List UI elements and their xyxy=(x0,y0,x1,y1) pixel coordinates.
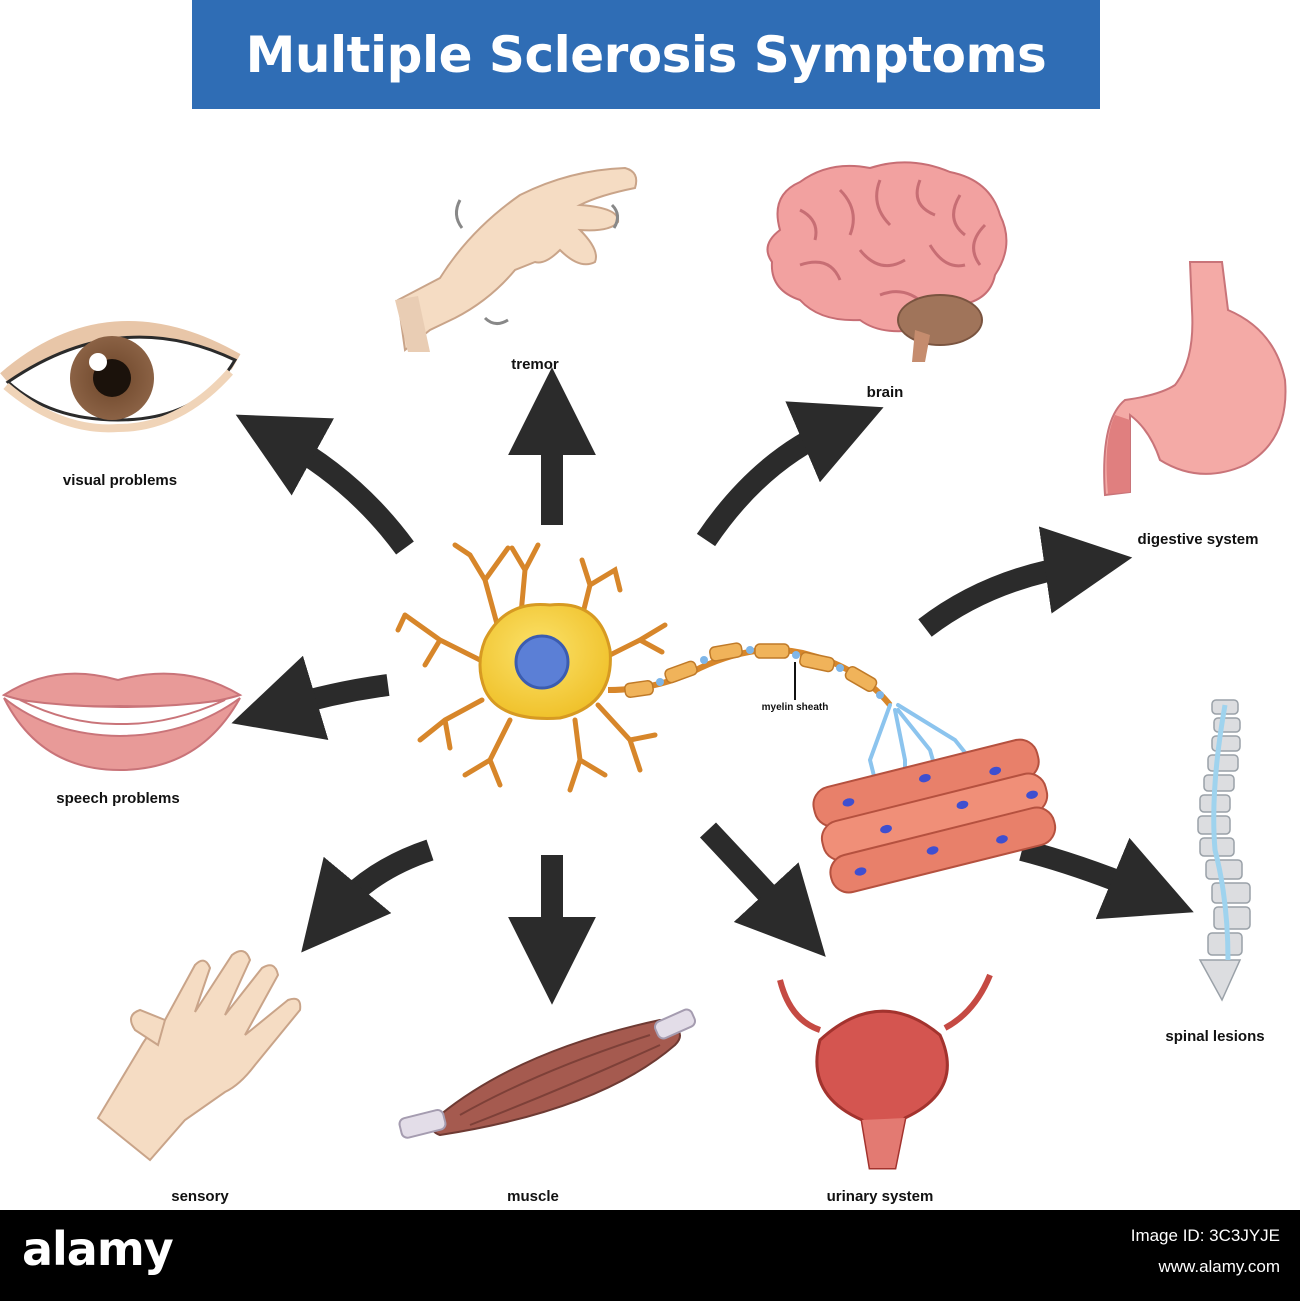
tremor-hand-illustration xyxy=(395,166,638,352)
label-sensory: sensory xyxy=(171,1188,229,1205)
label-visual-problems: visual problems xyxy=(62,472,178,489)
label-spinal-lesions: spinal lesions xyxy=(1165,1028,1265,1045)
brain-illustration xyxy=(766,161,1008,362)
arrow-to-visual xyxy=(235,414,414,555)
label-brain: brain xyxy=(866,384,904,401)
sensory-hand-illustration xyxy=(96,950,302,1162)
neuron-illustration xyxy=(395,542,977,802)
arrow-to-urinary xyxy=(699,822,826,957)
diagram-canvas: Multiple Sclerosis Symptoms xyxy=(0,0,1287,1205)
arrow-to-brain xyxy=(696,401,884,547)
footer-url: www.alamy.com xyxy=(1158,1257,1280,1276)
label-digestive-system: digestive system xyxy=(1137,531,1259,548)
label-speech-problems: speech problems xyxy=(56,790,180,807)
label-tremor: tremor xyxy=(511,356,559,373)
lips-illustration xyxy=(1,672,243,772)
eye-illustration xyxy=(0,321,241,433)
arrow-to-spinal xyxy=(1019,837,1194,920)
watermark-footer xyxy=(0,1210,1300,1301)
footer-image-id: Image ID: 3C3JYJE xyxy=(1130,1226,1280,1245)
stomach-illustration xyxy=(1103,261,1287,497)
bladder-illustration xyxy=(777,973,993,1170)
arrow-to-digestive xyxy=(918,526,1133,637)
muscle-fiber-illustration xyxy=(812,738,1057,894)
arrow-to-sensory xyxy=(301,839,434,953)
label-myelin-sheath: myelin sheath xyxy=(761,702,829,713)
diagram-graphics xyxy=(0,161,1287,1170)
label-urinary-system: urinary system xyxy=(826,1188,934,1205)
label-muscle: muscle xyxy=(507,1188,559,1205)
arrow-to-speech xyxy=(231,655,390,740)
page-title: Multiple Sclerosis Symptoms xyxy=(245,25,1047,84)
footer-logo: alamy xyxy=(22,1222,174,1276)
muscle-illustration xyxy=(398,1008,697,1139)
spine-illustration xyxy=(1197,699,1251,1002)
title-banner: Multiple Sclerosis Symptoms xyxy=(192,0,1100,109)
